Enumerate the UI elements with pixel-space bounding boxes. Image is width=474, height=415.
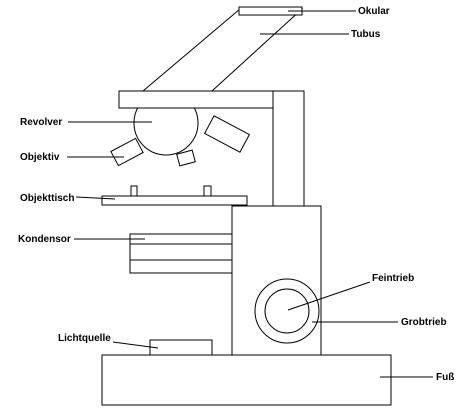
label-objekttisch: Objekttisch [20,193,74,204]
stand-column [272,90,305,207]
label-lichtquelle: Lichtquelle [58,333,111,344]
tube [141,8,304,92]
foot-base [101,354,392,406]
objective-left [110,137,144,167]
label-revolver: Revolver [20,117,62,128]
feintrieb-leader [287,281,371,311]
label-tubus: Tubus [351,29,381,40]
objective-right [203,115,251,153]
objekttisch-leader [75,196,116,200]
object-stage [101,195,248,206]
condenser-middle [129,243,233,261]
stage-clip-right [203,185,212,197]
fine-focus-knob [264,288,310,334]
stage-clip-left [130,185,138,197]
label-grobtrieb: Grobtrieb [401,317,447,328]
light-source [149,339,213,356]
lichtquelle-leader [112,341,159,349]
label-kondensor: Kondensor [18,234,71,245]
arm-bar [118,90,274,109]
label-fuss: Fuß [436,372,454,383]
objective-bottom [176,149,196,167]
label-okular: Okular [358,6,390,17]
condenser-upper [129,233,233,245]
label-objektiv: Objektiv [20,152,60,163]
label-feintrieb: Feintrieb [372,273,414,284]
condenser-lower [129,259,233,274]
